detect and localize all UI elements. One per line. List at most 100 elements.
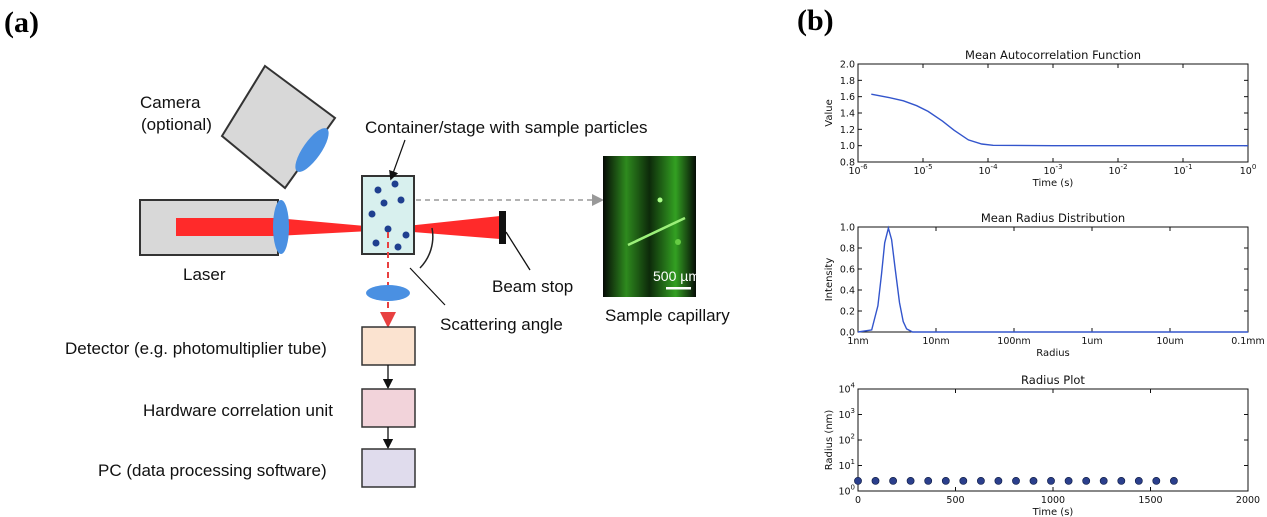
x-tick-label: 100nm (997, 336, 1030, 347)
camera-label: Camera (140, 93, 201, 112)
data-point (1029, 476, 1038, 485)
x-tick-label: 0 (855, 495, 861, 506)
beam-stop (499, 211, 506, 244)
y-axis-label: Intensity (824, 258, 835, 302)
y-tick-label: 0.2 (840, 307, 855, 318)
y-tick-label: 0.6 (840, 265, 855, 276)
x-tick-label: 1um (1081, 336, 1102, 347)
camera (220, 64, 337, 190)
x-tick-label: 10-6 (848, 163, 868, 177)
y-tick-label: 0.0 (840, 328, 855, 339)
x-tick-label: 0.1mm (1231, 336, 1265, 347)
collection-lens-icon (366, 285, 410, 301)
chart-panel-b: Mean Autocorrelation Function 10-6 10-5 10-… (824, 48, 1265, 517)
data-point (924, 476, 933, 485)
x-tick-label: 1000 (1041, 495, 1065, 506)
data-point (941, 476, 950, 485)
pc-label: PC (data processing software) (98, 461, 327, 480)
scattering-angle-label: Scattering angle (440, 315, 563, 334)
y-tick-label: 103 (838, 407, 855, 421)
x-axis-label: Time (s) (1032, 178, 1074, 189)
chart-frame (857, 226, 1249, 333)
y-tick-label: 100 (838, 484, 855, 498)
container-pointer-arrow (389, 139, 406, 181)
data-point (1152, 476, 1161, 485)
correlator-box (361, 388, 416, 428)
y-tick-label: 1.0 (840, 141, 855, 152)
correlator-label: Hardware correlation unit (143, 401, 333, 420)
y-tick-label: 2.0 (840, 60, 855, 71)
scale-bar-label: 500 µm (653, 268, 700, 284)
chart-title: Radius Plot (1021, 373, 1085, 387)
y-tick-label: 1.4 (840, 109, 855, 120)
data-point (906, 476, 915, 485)
sample-particles (368, 180, 410, 251)
series-line (871, 93, 1248, 147)
scattering-angle-arc (419, 227, 434, 269)
data-point (1134, 476, 1143, 485)
chart-1: Mean Autocorrelation Function 10-6 10-5 10-… (824, 48, 1256, 189)
capillary-image: 500 µm (603, 156, 700, 297)
x-tick-label: 10-2 (1108, 163, 1127, 177)
x-axis-label: Radius (1036, 348, 1070, 359)
data-point (1047, 476, 1055, 485)
focusing-lens-icon (273, 200, 289, 254)
beam-stop-leader (505, 231, 531, 271)
y-axis-label: Radius (nm) (824, 410, 835, 471)
data-point (959, 476, 968, 485)
y-tick-label: 102 (838, 433, 855, 447)
detector-label: Detector (e.g. photomultiplier tube) (65, 339, 327, 358)
y-tick-label: 104 (838, 382, 855, 396)
chart-3: Radius Plot 0 500 1000 1500 2000 100 101 102 103 1… (824, 373, 1260, 517)
x-tick-label: 10nm (922, 336, 949, 347)
data-point (1170, 476, 1178, 485)
data-point (871, 476, 880, 485)
x-tick-label: 100 (1240, 163, 1257, 177)
data-point (889, 476, 897, 485)
camera-sublabel: (optional) (141, 115, 212, 134)
detector-box (361, 326, 416, 366)
x-tick-label: 500 (946, 495, 964, 506)
x-tick-label: 10-1 (1173, 163, 1192, 177)
laser-beam-inside (176, 218, 276, 236)
x-axis-label: Time (s) (1032, 507, 1074, 517)
series-line (857, 225, 1248, 333)
y-tick-label: 1.0 (840, 223, 855, 234)
beam-stop-label: Beam stop (492, 277, 573, 296)
y-tick-label: 0.8 (840, 158, 855, 169)
capillary-label: Sample capillary (605, 306, 730, 325)
x-tick-label: 1nm (847, 336, 868, 347)
data-point (1012, 476, 1020, 485)
y-tick-label: 0.4 (840, 286, 855, 297)
chart-frame (857, 63, 1249, 163)
data-point (1082, 476, 1091, 485)
data-point (1099, 476, 1108, 485)
x-tick-label: 10-3 (1043, 163, 1062, 177)
x-tick-label: 2000 (1236, 495, 1260, 506)
data-point (977, 476, 985, 485)
container-label: Container/stage with sample particles (365, 118, 648, 137)
y-tick-label: 101 (838, 458, 855, 472)
laser-beam-converging (276, 218, 388, 236)
laser-label: Laser (183, 265, 226, 284)
data-point (1117, 476, 1126, 485)
y-tick-label: 1.2 (840, 125, 855, 136)
y-axis-label: Value (824, 99, 835, 126)
pc-box (361, 448, 416, 488)
data-point (994, 476, 1003, 485)
laser-beam-diverging (388, 216, 500, 239)
scattering-angle-leader (409, 267, 446, 306)
x-tick-label: 10-4 (978, 163, 998, 177)
x-tick-label: 10-5 (913, 163, 932, 177)
chart-title: Mean Radius Distribution (981, 211, 1125, 225)
x-tick-label: 1500 (1138, 495, 1162, 506)
scale-bar (666, 287, 691, 290)
panel-label-b: (b) (797, 4, 834, 37)
chart-2: Mean Radius Distribution 1nm 10nm 100nm 1um 1… (824, 211, 1265, 359)
chart-title: Mean Autocorrelation Function (965, 48, 1141, 62)
sample-container (361, 175, 415, 255)
y-tick-label: 0.8 (840, 244, 855, 255)
panel-label-a: (a) (4, 6, 39, 39)
data-point (854, 476, 862, 485)
